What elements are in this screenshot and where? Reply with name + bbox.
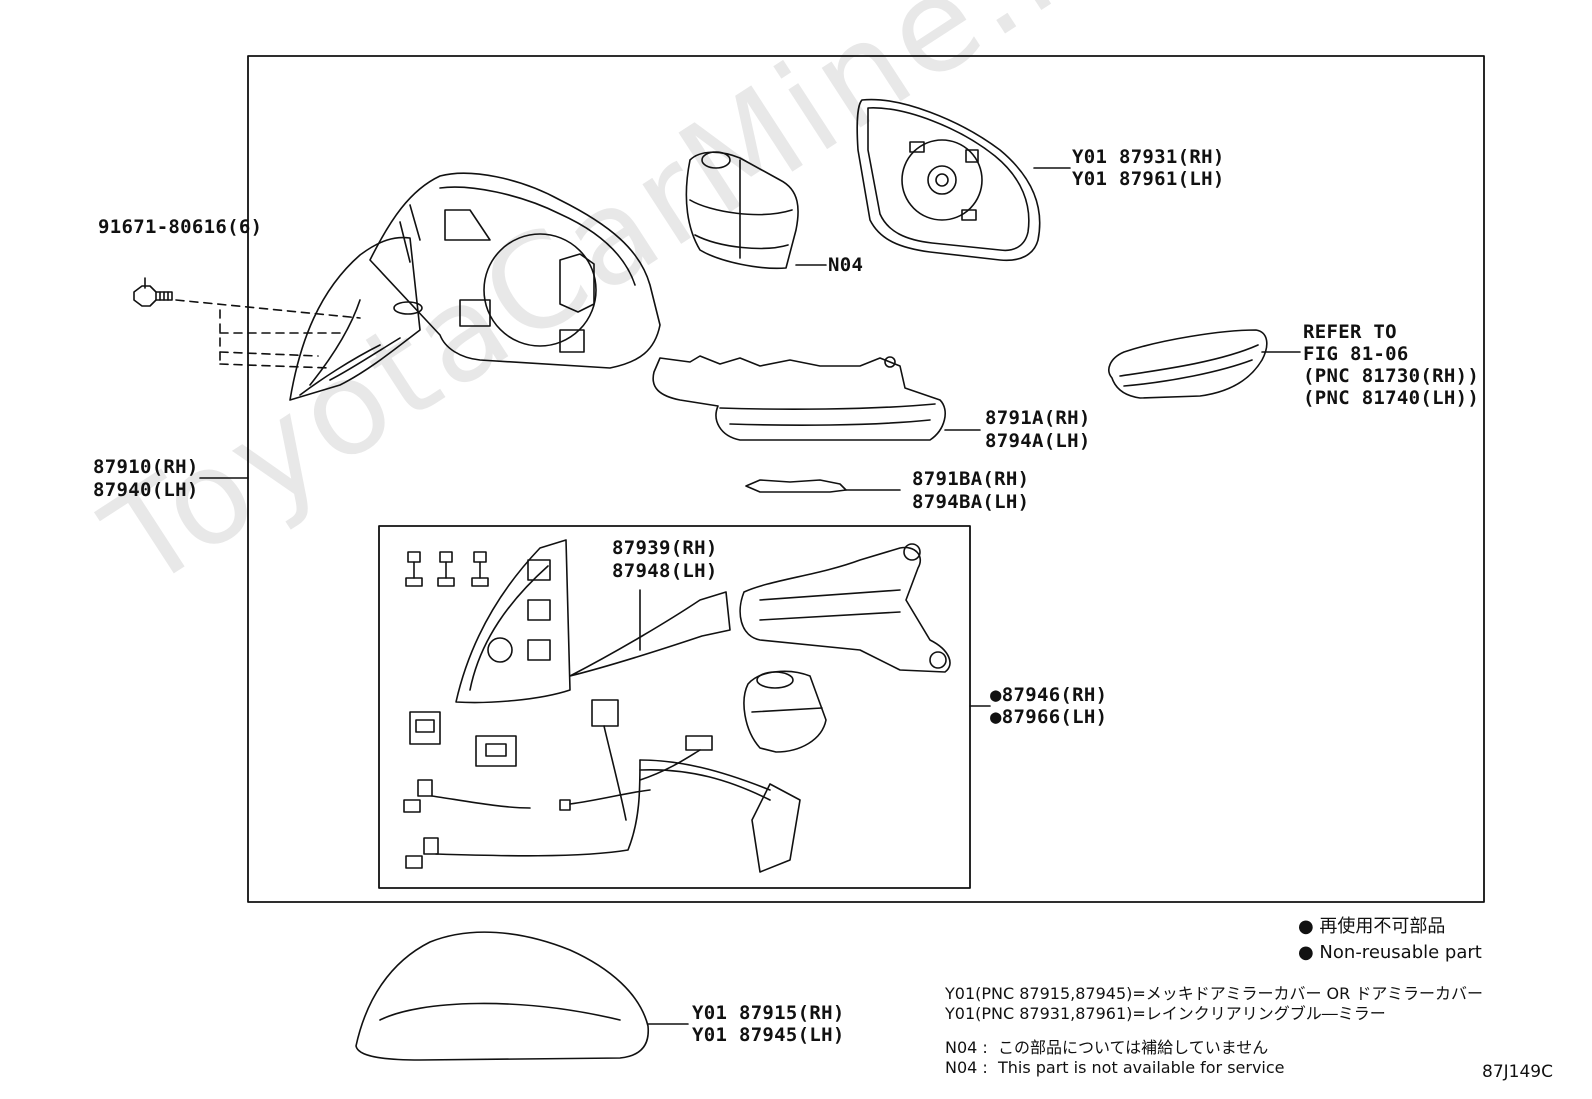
kit-wire-harness-shape: [431, 725, 801, 873]
diagram-code: 87J149C: [1482, 1062, 1553, 1082]
screw-icon: [133, 277, 173, 307]
kit-screw-icons: [405, 551, 489, 587]
label-refer-4: (PNC 81740(LH)): [1303, 387, 1480, 409]
actuator-shape: [685, 151, 799, 270]
turn-signal-shape: [1108, 329, 1268, 399]
kit-connector-shapes: [403, 699, 713, 869]
label-screw: 91671-80616(6): [98, 216, 263, 238]
mirror-housing-shape: [369, 172, 661, 369]
mirror-cap-shape: [355, 931, 649, 1061]
label-refer-3: (PNC 81730(RH)): [1303, 365, 1480, 387]
note-y01-line2: Y01(PNC 87931,87961)=レインクリアリングブル―ミラー: [945, 1004, 1386, 1023]
kit-inner-bracket-shape: [455, 539, 571, 704]
kit-film-shape: [569, 591, 731, 677]
label-assy-rh: 87910(RH): [93, 456, 199, 478]
label-refer-1: REFER TO: [1303, 321, 1397, 343]
label-cap-rh: Y01 87915(RH): [692, 1002, 845, 1024]
label-refer-2: FIG 81-06: [1303, 343, 1409, 365]
label-cover-ba-rh: 8791BA(RH): [912, 468, 1030, 490]
kit-motor-shape: [743, 670, 827, 753]
label-mirror-rh: Y01 87931(RH): [1072, 146, 1225, 168]
label-cover-a-rh: 8791A(RH): [985, 407, 1091, 429]
strip-shape: [745, 479, 847, 493]
screw-dashed-leaders: [175, 299, 361, 369]
label-kit-rh: ●87946(RH): [990, 684, 1108, 706]
label-cover-a-lh: 8794A(LH): [985, 430, 1091, 452]
label-n04: N04: [828, 254, 864, 276]
label-assy-lh: 87940(LH): [93, 479, 199, 501]
lower-cover-shape: [652, 355, 946, 441]
legend-en: ● Non-reusable part: [1298, 942, 1482, 963]
label-kit-lh: ●87966(LH): [990, 706, 1108, 728]
label-sub-lh: 87948(LH): [612, 560, 718, 582]
label-cover-ba-lh: 8794BA(LH): [912, 491, 1030, 513]
note-n04-jp: N04 : この部品については補給していません: [945, 1038, 1269, 1057]
label-sub-rh: 87939(RH): [612, 537, 718, 559]
kit-mount-shape: [739, 543, 951, 673]
mirror-glass-shape: [856, 98, 1041, 262]
legend-jp: ● 再使用不可部品: [1298, 916, 1446, 937]
label-mirror-lh: Y01 87961(LH): [1072, 168, 1225, 190]
assembly-frame: [247, 55, 1485, 903]
kit-frame: [378, 525, 971, 889]
mirror-base-shape: [289, 236, 423, 401]
label-cap-lh: Y01 87945(LH): [692, 1024, 845, 1046]
note-n04-en: N04 : This part is not available for ser…: [945, 1058, 1285, 1077]
note-y01-line1: Y01(PNC 87915,87945)=メッキドアミラーカバー OR ドアミラ…: [945, 984, 1484, 1003]
